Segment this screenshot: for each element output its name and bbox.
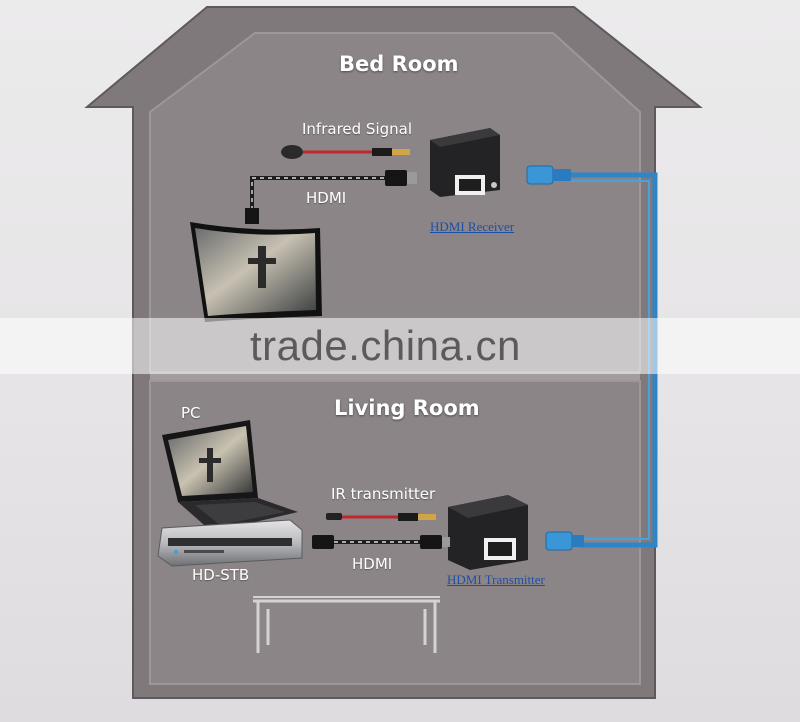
ir-receiver-cable (281, 145, 410, 159)
watermark-text: trade.china.cn (250, 322, 521, 369)
table (253, 596, 440, 653)
rj45-plug-bottom (545, 531, 584, 551)
room-title-bed-room: Bed Room (339, 52, 459, 76)
hd-stb-label: HD-STB (192, 566, 250, 584)
hdmi-receiver-device (430, 128, 500, 197)
pc-label: PC (181, 404, 201, 422)
hdmi-cable-top (245, 170, 417, 224)
hdmi-label-bottom: HDMI (352, 555, 393, 573)
set-top-box (157, 519, 303, 567)
laptop (162, 420, 298, 532)
hdmi-label-top: HDMI (306, 189, 347, 207)
infrared-signal-label: Infrared Signal (302, 120, 413, 138)
watermark-band: trade.china.cn (0, 318, 800, 374)
hdmi-transmitter-label: HDMI Transmitter (447, 572, 545, 587)
rj45-plug-top (526, 165, 571, 185)
hdmi-transmitter-device (448, 495, 528, 570)
monitor (190, 222, 322, 322)
ir-transmitter-cable (326, 513, 436, 521)
ir-transmitter-label: IR transmitter (331, 485, 436, 503)
hdmi-receiver-label: HDMI Receiver (430, 219, 515, 234)
hdmi-cable-bottom (312, 535, 450, 549)
room-title-living-room: Living Room (334, 396, 480, 420)
